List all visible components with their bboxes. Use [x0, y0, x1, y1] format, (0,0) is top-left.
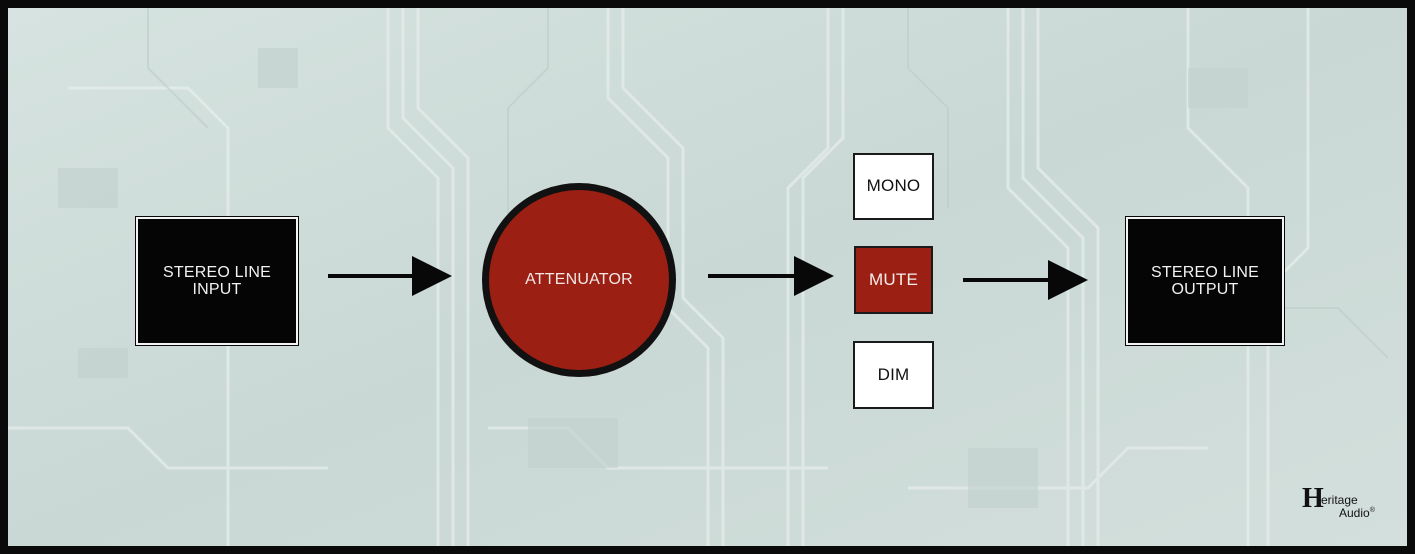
stereo-line-input-block: STEREO LINE INPUT [136, 217, 298, 345]
signal-arrows [328, 256, 1088, 300]
heritage-audio-logo: H eritage Audio® [1299, 480, 1379, 524]
logo-word-audio: Audio® [1339, 506, 1375, 520]
stereo-line-output-block: STEREO LINE OUTPUT [1126, 217, 1284, 345]
mute-switch: MUTE [854, 246, 933, 314]
dim-switch: DIM [853, 341, 934, 409]
attenuator-circle: ATTENUATOR [482, 183, 676, 377]
logo-h-letter: H [1302, 483, 1324, 514]
mono-switch: MONO [853, 153, 934, 220]
logo-word-heritage: eritage [1321, 493, 1358, 507]
